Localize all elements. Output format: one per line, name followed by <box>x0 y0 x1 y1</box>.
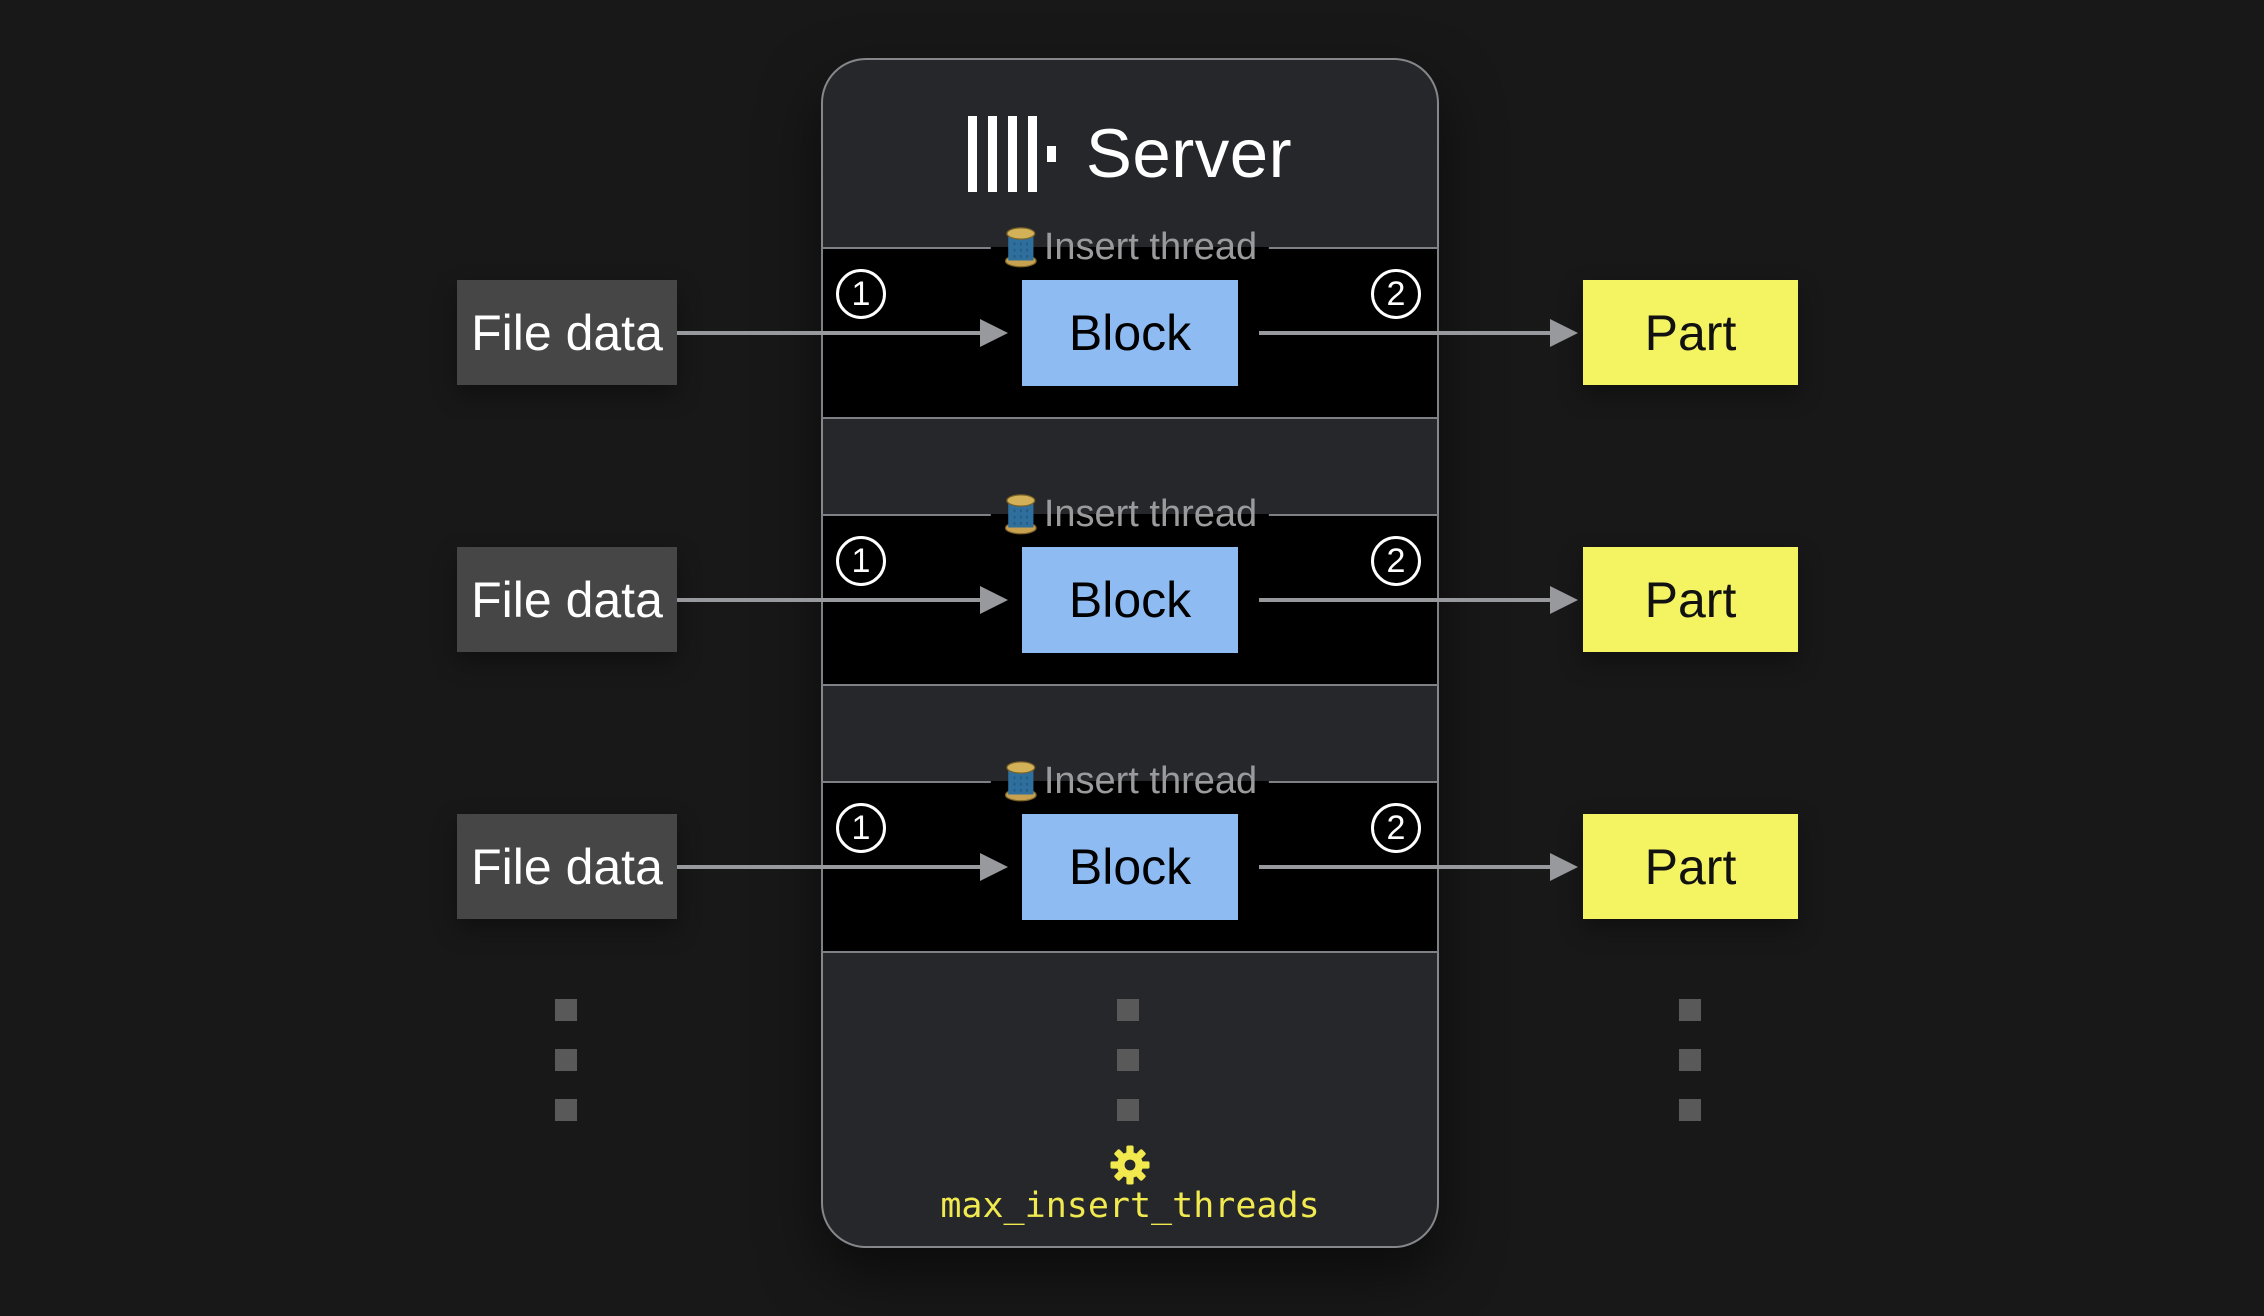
thread-spool-icon <box>1004 227 1037 268</box>
step-number: 2 <box>1386 541 1406 580</box>
ellipsis-threads <box>1117 999 1139 1121</box>
ellipsis-dot <box>1117 1099 1139 1121</box>
block-box: Block <box>1022 547 1238 653</box>
insert-thread-legend: Insert thread <box>990 223 1270 271</box>
thread-spool-icon <box>1004 761 1037 802</box>
ellipsis-dot <box>1679 1099 1701 1121</box>
step-1-badge: 1 <box>836 803 886 853</box>
arrow-block-to-part-3 <box>1259 865 1550 869</box>
file-data-box-2: File data <box>457 547 677 652</box>
step-number: 2 <box>1386 274 1406 313</box>
arrow-file-to-block-3 <box>677 865 980 869</box>
insert-thread-legend: Insert thread <box>990 757 1270 805</box>
part-box-3: Part <box>1583 814 1798 919</box>
part-box-1: Part <box>1583 280 1798 385</box>
step-number: 1 <box>851 808 871 847</box>
ellipsis-dot <box>555 1049 577 1071</box>
thread-spool-icon <box>1004 494 1037 535</box>
ellipsis-dot <box>1117 999 1139 1021</box>
server-header: Server <box>823 106 1437 202</box>
max-insert-threads-setting: max_insert_threads <box>940 1186 1320 1226</box>
step-2-badge: 2 <box>1371 269 1421 319</box>
server-title: Server <box>1085 115 1293 192</box>
arrow-block-to-part-2 <box>1259 598 1550 602</box>
ellipsis-dot <box>1117 1049 1139 1071</box>
insert-thread-label: Insert thread <box>1043 492 1258 535</box>
step-number: 1 <box>851 541 871 580</box>
ellipsis-dot <box>555 999 577 1021</box>
insert-thread-legend: Insert thread <box>990 490 1270 538</box>
part-box-2: Part <box>1583 547 1798 652</box>
block-box: Block <box>1022 280 1238 386</box>
ellipsis-outputs <box>1679 999 1701 1121</box>
step-2-badge: 2 <box>1371 803 1421 853</box>
arrow-file-to-block-2 <box>677 598 980 602</box>
ellipsis-dot <box>555 1099 577 1121</box>
step-1-badge: 1 <box>836 269 886 319</box>
arrow-file-to-block-1 <box>677 331 980 335</box>
block-box: Block <box>1022 814 1238 920</box>
file-data-box-1: File data <box>457 280 677 385</box>
arrow-block-to-part-1 <box>1259 331 1550 335</box>
ellipsis-inputs <box>555 999 577 1121</box>
ellipsis-dot <box>1679 999 1701 1021</box>
step-2-badge: 2 <box>1371 536 1421 586</box>
insert-thread-label: Insert thread <box>1043 225 1258 268</box>
insert-thread-label: Insert thread <box>1043 759 1258 802</box>
clickhouse-logo-icon <box>967 116 1056 192</box>
ellipsis-dot <box>1679 1049 1701 1071</box>
gear-icon <box>1110 1145 1150 1185</box>
file-data-box-3: File data <box>457 814 677 919</box>
step-number: 2 <box>1386 808 1406 847</box>
step-number: 1 <box>851 274 871 313</box>
step-1-badge: 1 <box>836 536 886 586</box>
